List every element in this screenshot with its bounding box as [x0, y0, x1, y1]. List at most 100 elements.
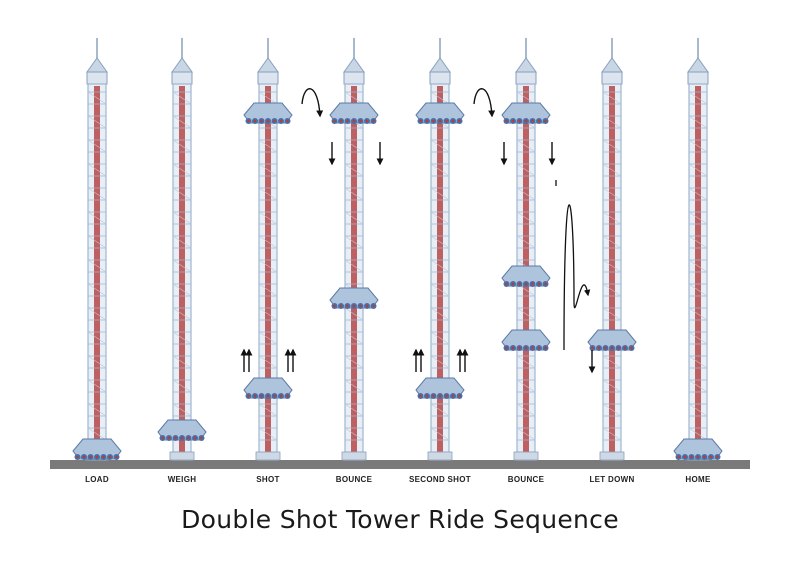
tower-brace — [172, 283, 192, 297]
oscillation-arrow — [555, 180, 588, 351]
rider — [544, 282, 547, 286]
tower-brace — [516, 187, 536, 201]
tower-brace — [602, 427, 622, 441]
tower-brace — [688, 307, 708, 321]
tower-base — [513, 451, 539, 461]
rider — [432, 394, 435, 398]
tower-brace — [172, 187, 192, 201]
tower-brace — [172, 235, 192, 249]
tower — [513, 38, 539, 461]
rider — [524, 282, 528, 286]
tower-brace — [258, 91, 278, 105]
tower-cap — [343, 57, 365, 73]
tower-brace — [87, 259, 107, 273]
tower-brace — [172, 379, 192, 393]
tower-head — [687, 71, 709, 85]
tower — [169, 38, 195, 461]
gondola — [415, 102, 465, 124]
rider — [703, 455, 706, 459]
tower-brace — [172, 403, 192, 417]
rider — [419, 394, 422, 398]
tower-brace — [258, 139, 278, 153]
tower-brace — [516, 91, 536, 105]
rider — [372, 119, 375, 123]
rider — [709, 455, 713, 459]
tower-brace — [430, 91, 450, 105]
rider — [161, 436, 164, 440]
rider — [544, 119, 547, 123]
gondola — [415, 377, 465, 399]
rider — [365, 119, 369, 123]
tower-head — [515, 71, 537, 85]
rider — [372, 304, 375, 308]
tower-brace — [688, 139, 708, 153]
rider — [365, 304, 369, 308]
gondola — [329, 287, 379, 309]
rider — [531, 282, 534, 286]
tower-brace — [87, 139, 107, 153]
rider — [180, 436, 184, 440]
tower-brace — [172, 211, 192, 225]
rider — [458, 119, 461, 123]
tower-brace — [602, 403, 622, 417]
tower-brace — [430, 163, 450, 177]
tower-brace — [172, 355, 192, 369]
tower-brace — [516, 211, 536, 225]
tower-brace — [688, 211, 708, 225]
tower-brace — [172, 331, 192, 345]
tower-brace — [258, 283, 278, 297]
tower-base — [427, 451, 453, 461]
tower-brace — [87, 211, 107, 225]
tower-brace — [87, 331, 107, 345]
tower-brace — [602, 115, 622, 129]
rider — [167, 436, 171, 440]
rider — [339, 119, 343, 123]
rider — [458, 394, 461, 398]
loop-arrow — [473, 88, 496, 118]
tower-brace — [688, 403, 708, 417]
tower-brace — [430, 331, 450, 345]
rider — [346, 119, 349, 123]
tower-brace — [602, 139, 622, 153]
tower-brace — [602, 235, 622, 249]
tower-brace — [516, 139, 536, 153]
tower-cap — [515, 57, 537, 73]
tower-base — [341, 451, 367, 461]
towers-group — [72, 38, 723, 461]
tower-brace — [430, 355, 450, 369]
tower-head — [257, 71, 279, 85]
rider — [425, 394, 429, 398]
rider — [352, 304, 356, 308]
rider — [531, 119, 534, 123]
rider — [518, 282, 521, 286]
tower-base — [255, 451, 281, 461]
tower-brace — [258, 355, 278, 369]
rider — [505, 119, 508, 123]
tower-brace — [87, 235, 107, 249]
tower-brace — [87, 115, 107, 129]
tower-brace — [87, 187, 107, 201]
rider — [187, 436, 190, 440]
tower-brace — [602, 307, 622, 321]
rider — [610, 346, 614, 350]
tower-brace — [688, 259, 708, 273]
tower — [599, 38, 625, 461]
rider — [524, 119, 528, 123]
tower-brace — [602, 283, 622, 297]
gondola — [501, 329, 551, 351]
rider — [346, 304, 349, 308]
tower-brace — [344, 379, 364, 393]
tower-brace — [516, 403, 536, 417]
tower-brace — [344, 139, 364, 153]
tower-brace — [688, 187, 708, 201]
rider — [451, 119, 455, 123]
rider — [174, 436, 177, 440]
tower-head — [601, 71, 623, 85]
gondola — [157, 419, 207, 441]
tower — [427, 38, 453, 461]
tower-brace — [516, 307, 536, 321]
rider — [524, 346, 528, 350]
rider — [617, 346, 620, 350]
